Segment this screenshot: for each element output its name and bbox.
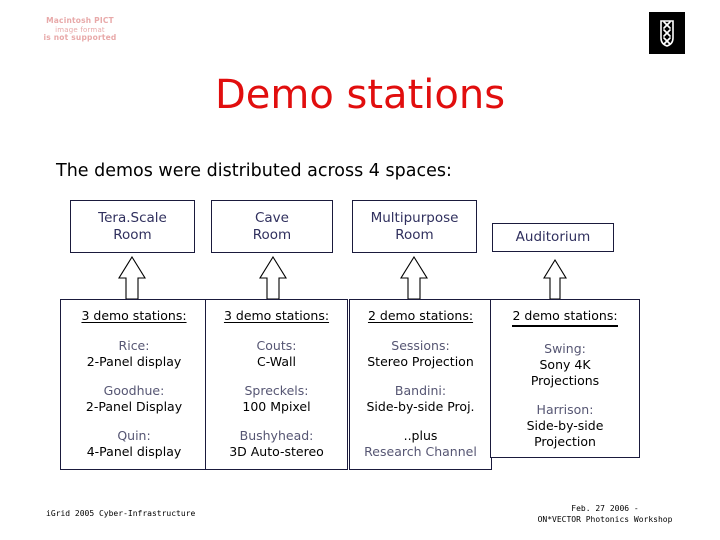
placeholder-line-2: image format <box>55 25 105 34</box>
station-entry: Bushyhead: 3D Auto-stereo <box>206 428 347 460</box>
station-name: Harrison: <box>536 402 594 417</box>
station-name: ..plus <box>403 428 438 443</box>
station-entry: Bandini: Side-by-side Proj. <box>350 383 491 415</box>
room-box-terascale[interactable]: Tera.Scale Room <box>70 200 195 253</box>
station-description: Sony 4K <box>539 357 591 372</box>
station-column-cave: 3 demo stations: Couts: C-Wall Spreckels… <box>205 299 348 470</box>
station-description: 2-Panel Display <box>85 399 183 414</box>
station-entry: Spreckels: 100 Mpixel <box>206 383 347 415</box>
up-arrow-icon <box>117 256 147 300</box>
station-description: Side-by-side <box>526 418 604 433</box>
station-name: Couts: <box>256 338 297 353</box>
station-column-terascale: 3 demo stations: Rice: 2-Panel display G… <box>60 299 208 470</box>
station-name: Goodhue: <box>103 383 165 398</box>
placeholder-line-3: is not supported <box>43 33 117 43</box>
station-name: Bandini: <box>394 383 447 398</box>
station-description: Stereo Projection <box>367 354 474 369</box>
placeholder-line-1: Macintosh PICT <box>46 16 114 25</box>
station-entry: ..plus Research Channel <box>350 428 491 460</box>
station-description: 3D Auto-stereo <box>229 444 324 459</box>
intro-text: The demos were distributed across 4 spac… <box>56 161 452 181</box>
station-description: 100 Mpixel <box>242 399 311 414</box>
column-header-text: 2 demo stations: <box>512 308 618 327</box>
room-label-line2: Room <box>395 226 434 243</box>
station-entry: Rice: 2-Panel display <box>61 338 207 370</box>
up-arrow-icon <box>540 256 570 300</box>
column-header: 2 demo stations: <box>491 308 639 327</box>
station-description: Research Channel <box>364 444 477 459</box>
station-name: Quin: <box>117 428 151 443</box>
station-name: Bushyhead: <box>239 428 314 443</box>
station-description: Side-by-side Proj. <box>366 399 475 414</box>
room-box-auditorium[interactable]: Auditorium <box>492 223 614 252</box>
station-description: C-Wall <box>257 354 296 369</box>
station-entry: Goodhue: 2-Panel Display <box>61 383 207 415</box>
room-label-line1: Auditorium <box>515 229 591 245</box>
room-label-line2: Room <box>113 226 152 243</box>
page-title: Demo stations <box>214 72 506 118</box>
up-arrow-icon <box>399 256 429 300</box>
university-of-amsterdam-logo <box>649 12 685 54</box>
footer-event: ON*VECTOR Photonics Workshop <box>537 515 673 524</box>
room-label-line1: Multipurpose <box>370 209 459 226</box>
room-label-line1: Tera.Scale <box>98 209 167 226</box>
room-label-line2: Room <box>252 226 292 243</box>
column-header: 3 demo stations: <box>223 308 330 323</box>
footer-left-text: iGrid 2005 Cyber-Infrastructure <box>46 509 196 518</box>
room-box-cave[interactable]: Cave Room <box>211 200 333 253</box>
station-name: Spreckels: <box>244 383 309 398</box>
station-name: Sessions: <box>391 338 450 353</box>
station-entry: Harrison: Side-by-side Projection <box>491 402 639 450</box>
station-entry: Sessions: Stereo Projection <box>350 338 491 370</box>
station-description-cont: Projection <box>534 434 596 449</box>
room-label-line1: Cave <box>254 209 289 226</box>
station-entry: Swing: Sony 4K Projections <box>491 341 639 389</box>
station-column-multipurpose: 2 demo stations: Sessions: Stereo Projec… <box>349 299 492 470</box>
station-column-auditorium: 2 demo stations: Swing: Sony 4K Projecti… <box>490 299 640 458</box>
footer-date: Feb. 27 2006 - <box>571 504 639 513</box>
station-description: 4-Panel display <box>86 444 182 459</box>
station-entry: Quin: 4-Panel display <box>61 428 207 460</box>
station-name: Swing: <box>544 341 586 356</box>
column-header: 3 demo stations: <box>81 308 187 323</box>
station-description-cont: Projections <box>530 373 600 388</box>
station-description: 2-Panel display <box>86 354 182 369</box>
room-box-multipurpose[interactable]: Multipurpose Room <box>352 200 477 253</box>
station-entry: Couts: C-Wall <box>206 338 347 370</box>
station-name: Rice: <box>118 338 150 353</box>
column-header: 2 demo stations: <box>367 308 474 323</box>
up-arrow-icon <box>258 256 288 300</box>
pict-image-placeholder: Macintosh PICT image format is not suppo… <box>14 16 146 43</box>
footer-right-text: Feb. 27 2006 - ON*VECTOR Photonics Works… <box>505 503 705 525</box>
